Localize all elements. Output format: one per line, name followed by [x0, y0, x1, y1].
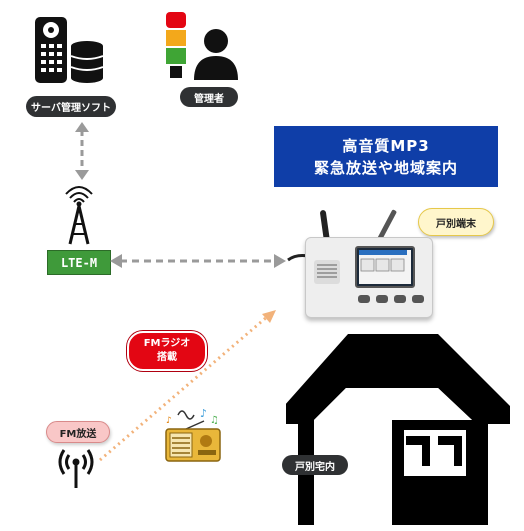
household-terminal-label: 戸別端末: [418, 208, 494, 236]
server-link-arrow: [75, 122, 89, 180]
remote-control-icon: [35, 17, 67, 83]
device-buttons: [358, 295, 424, 303]
admin-label: 管理者: [180, 87, 238, 107]
person-icon: [194, 29, 238, 80]
feature-banner: 高音質MP3 緊急放送や地域案内: [274, 126, 498, 187]
cell-antenna-icon: [65, 186, 93, 245]
device-screen: [355, 246, 415, 288]
lte-m-label: LTE-M: [47, 250, 111, 275]
server-software-label: サーバ管理ソフト: [26, 96, 116, 117]
inside-house-label: 戸別宅内: [282, 455, 348, 475]
device-antennas: [320, 209, 397, 244]
banner-line-2: 緊急放送や地域案内: [313, 158, 458, 177]
signal-tower-light-icon: [166, 12, 186, 78]
speaker-grille-icon: [314, 260, 340, 284]
fm-radio-line-1: FMラジオ: [143, 338, 191, 349]
screen-content: [359, 250, 407, 272]
svg-text:♪: ♪: [200, 407, 207, 420]
database-icon: [70, 41, 104, 83]
house-icon: [286, 334, 510, 525]
fm-broadcast-label: FM放送: [46, 421, 110, 443]
lte-link-arrow: [110, 254, 286, 268]
fm-radio-badge: FMラジオ 搭載: [127, 331, 207, 371]
fm-radio-line-2: 搭載: [157, 352, 177, 363]
radio-icon: ♪ ♫ ♪: [165, 407, 221, 462]
svg-text:♫: ♫: [210, 415, 219, 426]
svg-text:♪: ♪: [166, 416, 172, 426]
broadcast-icon: [58, 449, 94, 488]
fm-signal-path: [99, 310, 276, 462]
banner-line-1: 高音質MP3: [342, 136, 430, 155]
